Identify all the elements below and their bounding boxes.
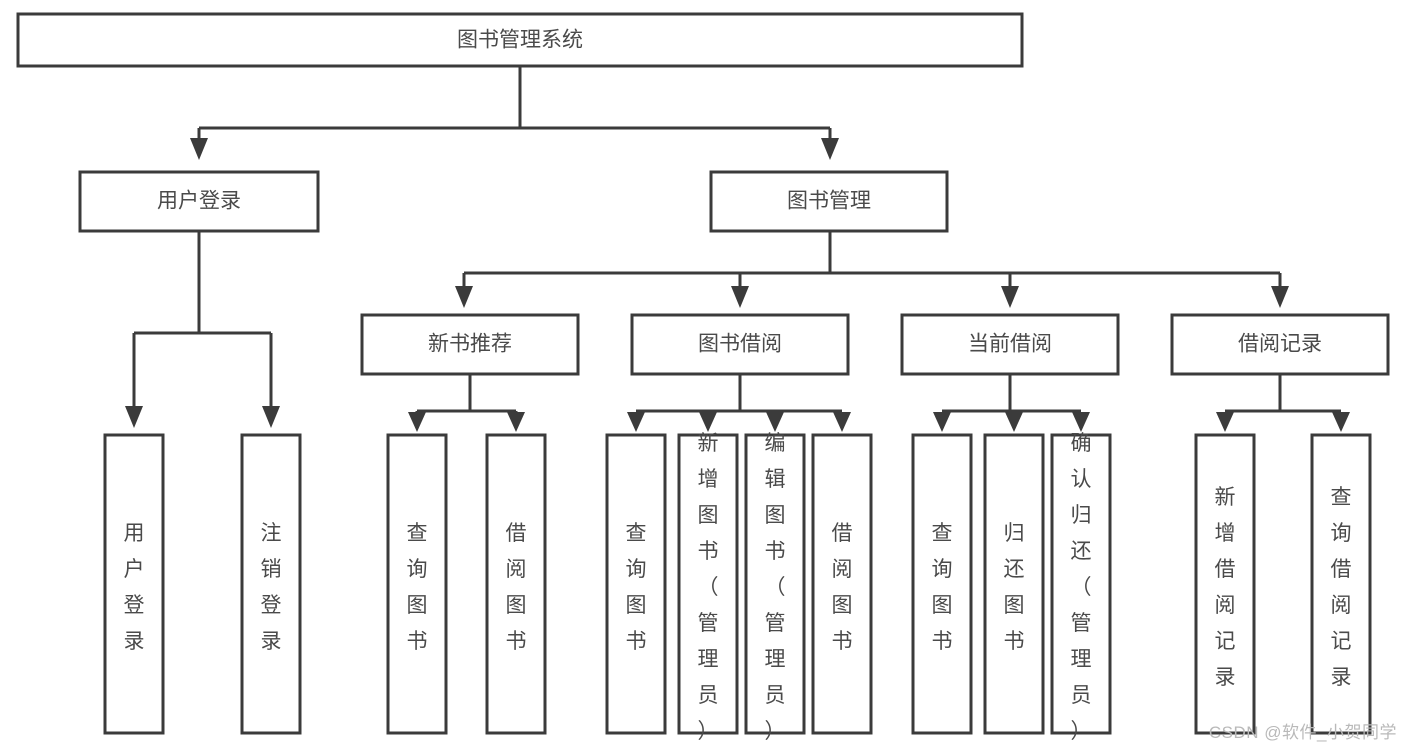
node-book-manage[interactable]: 图书管理: [709, 170, 949, 233]
arrow-head-leaf-query-record: [1332, 412, 1350, 432]
arrow-head-borrow-record: [1271, 286, 1289, 308]
node-leaf-query-book-3-label: 查询图书: [932, 522, 953, 653]
node-leaf-add-book[interactable]: 新增图书（管理员）: [677, 432, 739, 743]
node-leaf-borrow-book-1-box[interactable]: [485, 433, 547, 735]
node-leaf-return-book[interactable]: 归还图书: [983, 433, 1045, 735]
node-book-borrow-box[interactable]: [630, 313, 850, 376]
node-leaf-add-record-box[interactable]: [1194, 433, 1256, 735]
node-leaf-query-book-2[interactable]: 查询图书: [605, 433, 667, 735]
node-leaf-query-record-box[interactable]: [1310, 433, 1372, 735]
node-current-borrow-box[interactable]: [900, 313, 1120, 376]
node-leaf-query-book-2-box[interactable]: [605, 433, 667, 735]
node-leaf-add-record-label: 新增借阅记录: [1215, 486, 1236, 689]
node-leaf-borrow-book-1[interactable]: 借阅图书: [485, 433, 547, 735]
arrow-head-book-borrow: [731, 286, 749, 308]
arrow-head-leaf-borrow-book-2: [833, 412, 851, 432]
node-book-borrow-label: 图书借阅: [698, 333, 782, 356]
arrow-head-book-manage: [821, 138, 839, 160]
node-leaf-query-record-label: 查询借阅记录: [1331, 486, 1352, 689]
node-root[interactable]: 图书管理系统: [16, 12, 1024, 68]
node-leaf-confirm-return-label: 确认归还（管理员）: [1071, 432, 1092, 743]
edge-group-book-manage-to-level3: [455, 231, 1289, 308]
node-user-login-box[interactable]: [78, 170, 320, 233]
arrow-head-leaf-query-book-2: [627, 412, 645, 432]
arrow-head-leaf-edit-book: [766, 412, 784, 432]
node-leaf-user-logout-box[interactable]: [240, 433, 302, 735]
node-borrow-record[interactable]: 借阅记录: [1170, 313, 1390, 376]
arrow-head-current-borrow: [1001, 286, 1019, 308]
node-leaf-query-book-1[interactable]: 查询图书: [386, 433, 448, 735]
node-new-book-rec-label: 新书推荐: [428, 333, 512, 356]
edge-group-user-login-to-leaves: [125, 231, 280, 428]
node-book-manage-label: 图书管理: [787, 190, 871, 213]
node-borrow-record-label: 借阅记录: [1238, 333, 1322, 356]
csdn-watermark: CSDN @软件_小贺同学: [1208, 723, 1397, 742]
node-leaf-return-book-label: 归还图书: [1004, 522, 1025, 653]
arrow-head-leaf-add-record: [1216, 412, 1234, 432]
node-leaf-borrow-book-2[interactable]: 借阅图书: [811, 433, 873, 735]
arrow-head-leaf-query-book-3: [933, 412, 951, 432]
edge-group-new-book-rec-to-leaves: [408, 374, 525, 432]
node-leaf-edit-book-label: 编辑图书（管理员）: [765, 432, 786, 743]
node-book-borrow[interactable]: 图书借阅: [630, 313, 850, 376]
node-leaf-user-logout-label: 注销登录: [261, 522, 282, 653]
node-book-manage-box[interactable]: [709, 170, 949, 233]
node-leaf-query-record[interactable]: 查询借阅记录: [1310, 433, 1372, 735]
edge-group-root-to-level2: [190, 66, 839, 160]
node-leaf-query-book-3[interactable]: 查询图书: [911, 433, 973, 735]
node-leaf-query-book-1-label: 查询图书: [407, 522, 428, 653]
edge-group-current-borrow-to-leaves: [933, 374, 1090, 432]
node-leaf-user-login-box[interactable]: [103, 433, 165, 735]
node-leaf-user-login-label: 用户登录: [124, 522, 145, 653]
node-leaf-edit-book[interactable]: 编辑图书（管理员）: [744, 432, 806, 743]
node-root-box[interactable]: [16, 12, 1024, 68]
arrow-head-leaf-return-book: [1005, 412, 1023, 432]
edge-group-borrow-record-to-leaves: [1216, 374, 1350, 432]
node-leaf-borrow-book-2-label: 借阅图书: [832, 522, 853, 653]
node-leaf-confirm-return-box[interactable]: [1050, 433, 1112, 735]
node-leaf-add-book-label: 新增图书（管理员）: [698, 432, 719, 743]
arrow-head-leaf-borrow-book-1: [507, 412, 525, 432]
node-leaf-query-book-3-box[interactable]: [911, 433, 973, 735]
arrow-head-leaf-add-book: [699, 412, 717, 432]
arrow-head-user-login: [190, 138, 208, 160]
node-new-book-rec-box[interactable]: [360, 313, 580, 376]
arrow-head-leaf-user-logout: [262, 406, 280, 428]
node-current-borrow-label: 当前借阅: [968, 333, 1052, 356]
node-leaf-user-login[interactable]: 用户登录: [103, 433, 165, 735]
node-root-label: 图书管理系统: [457, 29, 583, 52]
arrow-head-leaf-user-login: [125, 406, 143, 428]
node-leaf-confirm-return[interactable]: 确认归还（管理员）: [1050, 432, 1112, 743]
node-leaf-add-record[interactable]: 新增借阅记录: [1194, 433, 1256, 735]
node-leaf-user-logout[interactable]: 注销登录: [240, 433, 302, 735]
node-user-login-label: 用户登录: [157, 190, 241, 213]
arrow-head-leaf-query-book-1: [408, 412, 426, 432]
node-leaf-return-book-box[interactable]: [983, 433, 1045, 735]
node-leaf-add-book-box[interactable]: [677, 433, 739, 735]
arrow-head-leaf-confirm-return: [1072, 412, 1090, 432]
node-leaf-query-book-2-label: 查询图书: [626, 522, 647, 653]
node-current-borrow[interactable]: 当前借阅: [900, 313, 1120, 376]
edge-group-book-borrow-to-leaves: [627, 374, 851, 432]
arrow-head-new-book-rec: [455, 286, 473, 308]
node-leaf-edit-book-box[interactable]: [744, 433, 806, 735]
node-leaf-borrow-book-2-box[interactable]: [811, 433, 873, 735]
node-user-login[interactable]: 用户登录: [78, 170, 320, 233]
node-leaf-query-book-1-box[interactable]: [386, 433, 448, 735]
node-leaf-borrow-book-1-label: 借阅图书: [506, 522, 527, 653]
node-borrow-record-box[interactable]: [1170, 313, 1390, 376]
node-new-book-rec[interactable]: 新书推荐: [360, 313, 580, 376]
